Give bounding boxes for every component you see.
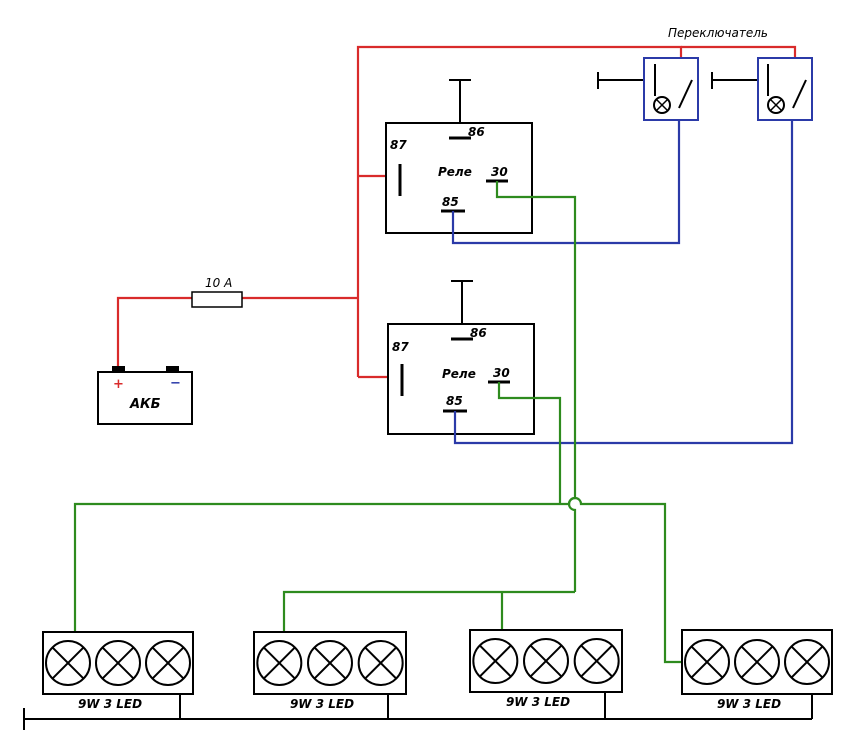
- lamp-block-4: 9W 3 LED: [681, 629, 833, 711]
- relay2-pin87-label: 87: [392, 340, 409, 354]
- control-wires: [451, 120, 794, 445]
- lamp-block-1: 9W 3 LED: [42, 631, 194, 711]
- switch2-lamp-cross-b: [769, 98, 783, 112]
- wire-lamp2-lamp3-bus: [282, 590, 575, 638]
- switch-label: Переключатель: [668, 26, 768, 40]
- battery: + − АКБ: [97, 366, 193, 425]
- wire-lamp1-lamp4-bus: [73, 496, 688, 664]
- switch-1[interactable]: [597, 57, 699, 121]
- relay2-pin86-label: 86: [470, 326, 487, 340]
- wire-relay2-85-to-switch2: [453, 120, 794, 445]
- relay2-pin85-label: 85: [446, 394, 463, 408]
- switch-2[interactable]: [711, 57, 813, 121]
- fuse: 10 А: [191, 276, 243, 308]
- relay1-name: Реле: [438, 165, 472, 179]
- lamp-block-label: 9W 3 LED: [290, 697, 354, 711]
- led-lamp-cross-b: [529, 644, 563, 678]
- switch2-lever-icon: [792, 79, 807, 109]
- lamp-block-3: 9W 3 LED: [469, 629, 623, 709]
- relay-1: 87 86 30 85 Реле: [385, 79, 533, 234]
- switch2-frame[interactable]: [757, 57, 813, 121]
- led-lamp-cross-b: [364, 646, 397, 680]
- led-lamp-cross-b: [580, 644, 613, 678]
- lamp-block-label: 9W 3 LED: [506, 695, 570, 709]
- relay1-pin87-label: 87: [390, 138, 407, 152]
- led-lamp-cross-b: [479, 644, 512, 678]
- lamp-block-label: 9W 3 LED: [717, 697, 781, 711]
- relay2-name: Реле: [442, 367, 476, 381]
- battery-minus-terminal: [166, 366, 179, 372]
- relay2-pin30-label: 30: [493, 366, 510, 380]
- wire-relay2-30-output: [497, 382, 562, 504]
- lamp-block-2: 9W 3 LED: [253, 631, 407, 711]
- battery-plus-terminal: [112, 366, 125, 372]
- battery-body: [97, 371, 193, 425]
- led-lamp-cross-b: [101, 646, 135, 680]
- fuse-body: [191, 291, 243, 308]
- relay1-pin85-label: 85: [442, 195, 459, 209]
- switch1-frame[interactable]: [643, 57, 699, 121]
- lamp-block-label: 9W 3 LED: [78, 697, 142, 711]
- relay2-body: [387, 323, 535, 435]
- led-lamp-cross-b: [313, 646, 347, 680]
- lamp-blocks: 9W 3 LED 9W 3 LED 9W 3 LED 9W 3 LED: [42, 629, 833, 711]
- led-lamp-cross-b: [51, 646, 85, 680]
- led-lamp-cross-b: [790, 645, 824, 679]
- battery-plus-sign: +: [113, 377, 124, 392]
- led-lamp-cross-b: [740, 645, 774, 679]
- switch1-lever-icon: [678, 79, 693, 109]
- led-lamp-cross-b: [263, 646, 296, 680]
- output-wires: [73, 181, 688, 664]
- relay1-body: [385, 122, 533, 234]
- switch1-lamp-cross-b: [655, 98, 669, 112]
- battery-minus-sign: −: [170, 376, 181, 391]
- led-lamp-cross-b: [690, 645, 724, 679]
- relay1-pin30-label: 30: [491, 165, 508, 179]
- fuse-label: 10 А: [205, 276, 232, 290]
- wire-battery-to-fuse: [116, 296, 192, 369]
- relay-2: 87 86 30 85 Реле: [387, 280, 535, 435]
- relay1-pin86-label: 86: [468, 125, 485, 139]
- led-lamp-cross-b: [151, 646, 185, 680]
- wire-relay1-85-to-switch1: [451, 120, 681, 245]
- battery-label: АКБ: [129, 397, 161, 412]
